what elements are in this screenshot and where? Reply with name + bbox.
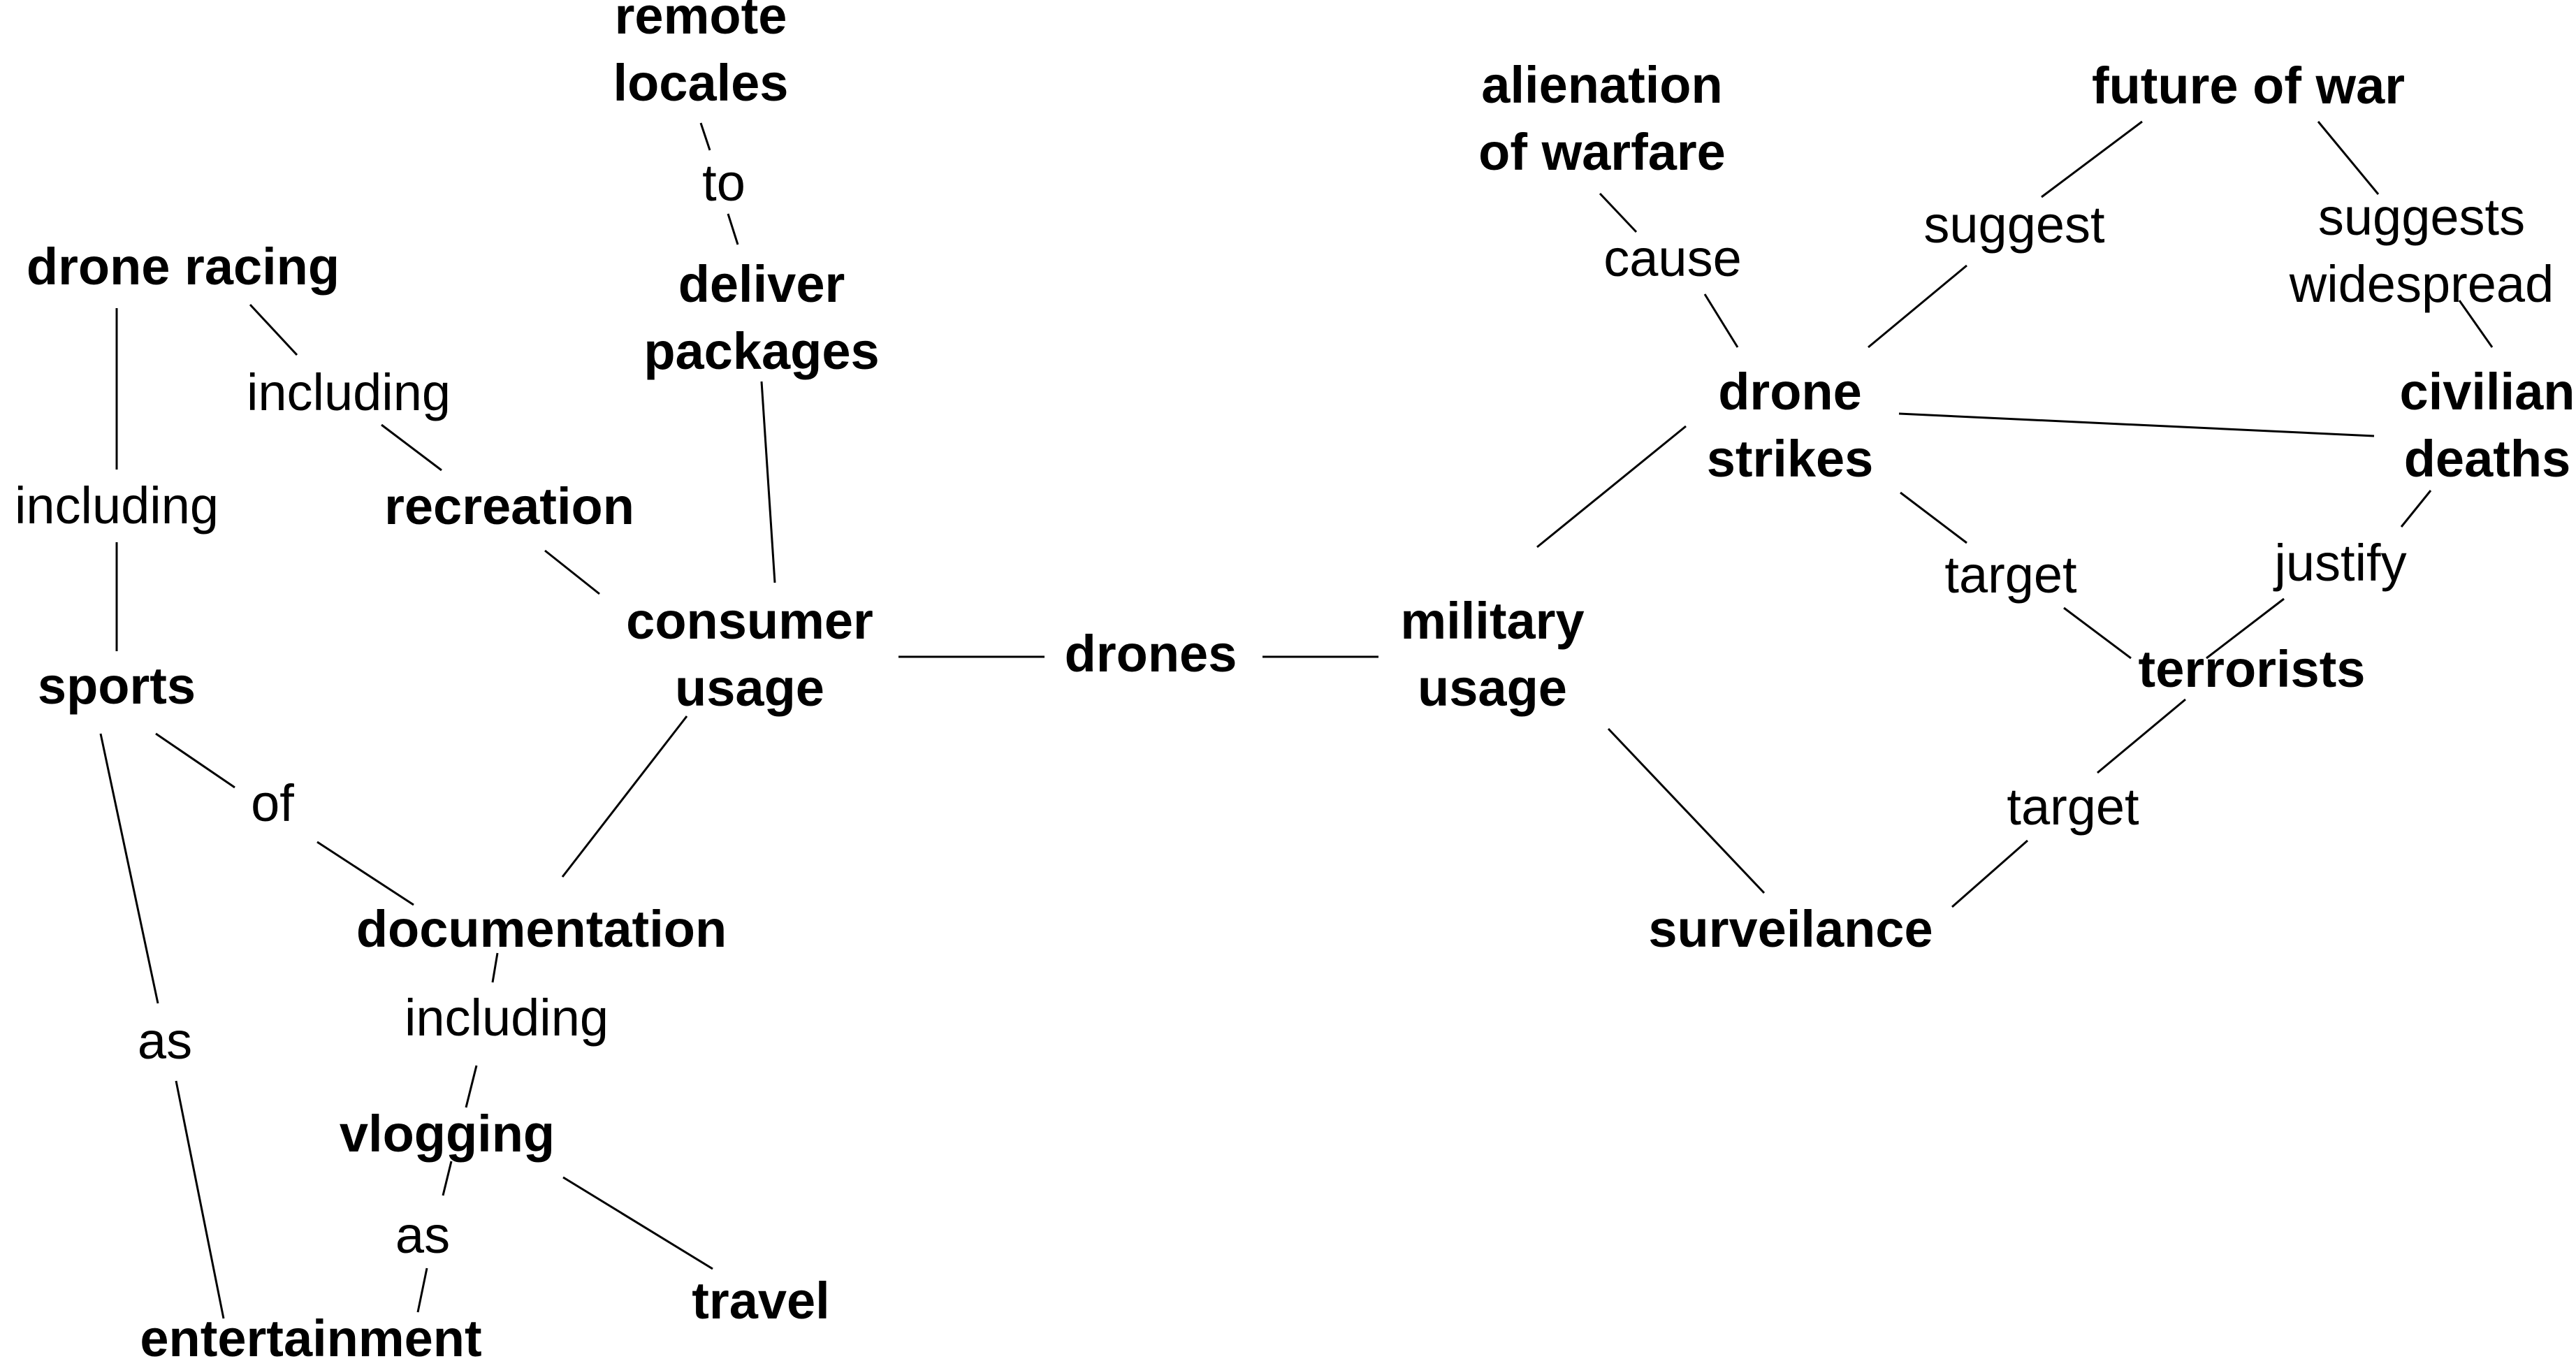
- edge-as-entertainment-2: [416, 1267, 428, 1313]
- link-label-of: of: [251, 773, 294, 832]
- link-label-including-racing: including: [246, 363, 451, 421]
- node-terrorists: terrorists: [2138, 639, 2366, 698]
- link-label-to: to: [702, 153, 745, 212]
- edge-recreation-consumer-usage: [544, 549, 600, 595]
- node-documentation: documentation: [356, 899, 727, 958]
- node-deliver-packages: deliver packages: [643, 254, 880, 380]
- edge-target-terrorists: [2063, 606, 2132, 660]
- node-alienation-of-warfare: alienation of warfare: [1478, 55, 1726, 181]
- link-label-suggests-widespread: suggests widespread: [2289, 187, 2554, 313]
- link-label-cause: cause: [1603, 228, 1742, 287]
- edge-terrorists-target: [2097, 698, 2186, 774]
- node-civilian-deaths: civilian deaths: [2399, 362, 2575, 488]
- node-consumer-usage: consumer usage: [626, 591, 873, 717]
- edge-drone-strikes-target: [1900, 491, 1967, 544]
- node-drones: drones: [1064, 624, 1237, 683]
- node-surveilance: surveilance: [1648, 899, 1933, 958]
- edge-as-entertainment: [175, 1080, 225, 1319]
- link-label-as-vlogging: as: [395, 1205, 451, 1264]
- link-label-target-strikes: target: [1944, 545, 2077, 604]
- edge-future-of-war-suggests: [2317, 121, 2380, 195]
- link-label-suggest: suggest: [1923, 195, 2105, 254]
- edge-drone-racing-including: [249, 303, 298, 356]
- link-label-including-sports: including: [14, 476, 219, 535]
- edge-including-recreation: [381, 423, 442, 472]
- node-military-usage: military usage: [1400, 591, 1585, 717]
- node-future-of-war: future of war: [2091, 56, 2406, 115]
- edge-of-documentation: [316, 841, 414, 906]
- edge-sports-of: [155, 732, 235, 789]
- edge-drone-strikes-civilian-deaths: [1898, 412, 2375, 437]
- edge-deliver-packages-consumer-usage: [760, 381, 776, 583]
- edge-to-deliver-packages: [727, 213, 739, 245]
- edge-cause-drone-strikes: [1703, 293, 1739, 348]
- edge-vlogging-as: [442, 1161, 453, 1196]
- node-travel: travel: [692, 1271, 830, 1330]
- link-label-justify: justify: [2274, 533, 2407, 592]
- node-sports: sports: [37, 656, 196, 715]
- link-label-including-vlogging: including: [404, 988, 609, 1047]
- edge-target-surveilance: [1951, 839, 2028, 908]
- node-remote-locales: remote locales: [613, 0, 789, 112]
- edge-civilian-deaths-justify: [2400, 490, 2432, 528]
- node-vlogging: vlogging: [339, 1104, 555, 1163]
- edge-future-of-war-suggest: [2041, 120, 2143, 198]
- edge-vlogging-travel: [562, 1176, 713, 1270]
- node-drone-racing: drone racing: [26, 237, 340, 296]
- link-label-target-surveilance: target: [2007, 777, 2139, 836]
- edge-justify-terrorists: [2206, 597, 2285, 660]
- node-drone-strikes: drone strikes: [1706, 362, 1874, 488]
- edge-alienation-cause: [1599, 192, 1638, 233]
- edge-sports-as: [99, 733, 159, 1004]
- link-label-as-sports: as: [137, 1011, 193, 1070]
- edge-including-vlogging: [465, 1065, 478, 1108]
- edge-widespread-civilian-deaths: [2458, 300, 2494, 348]
- edge-military-usage-drone-strikes: [1536, 425, 1687, 548]
- node-entertainment: entertainment: [140, 1309, 482, 1359]
- edge-consumer-usage-documentation: [561, 715, 688, 878]
- edge-remote-locales-to: [699, 122, 711, 151]
- edge-military-usage-surveilance: [1607, 727, 1766, 894]
- edge-documentation-including: [491, 952, 499, 983]
- edge-suggest-drone-strikes: [1868, 264, 1967, 349]
- node-recreation: recreation: [384, 477, 634, 535]
